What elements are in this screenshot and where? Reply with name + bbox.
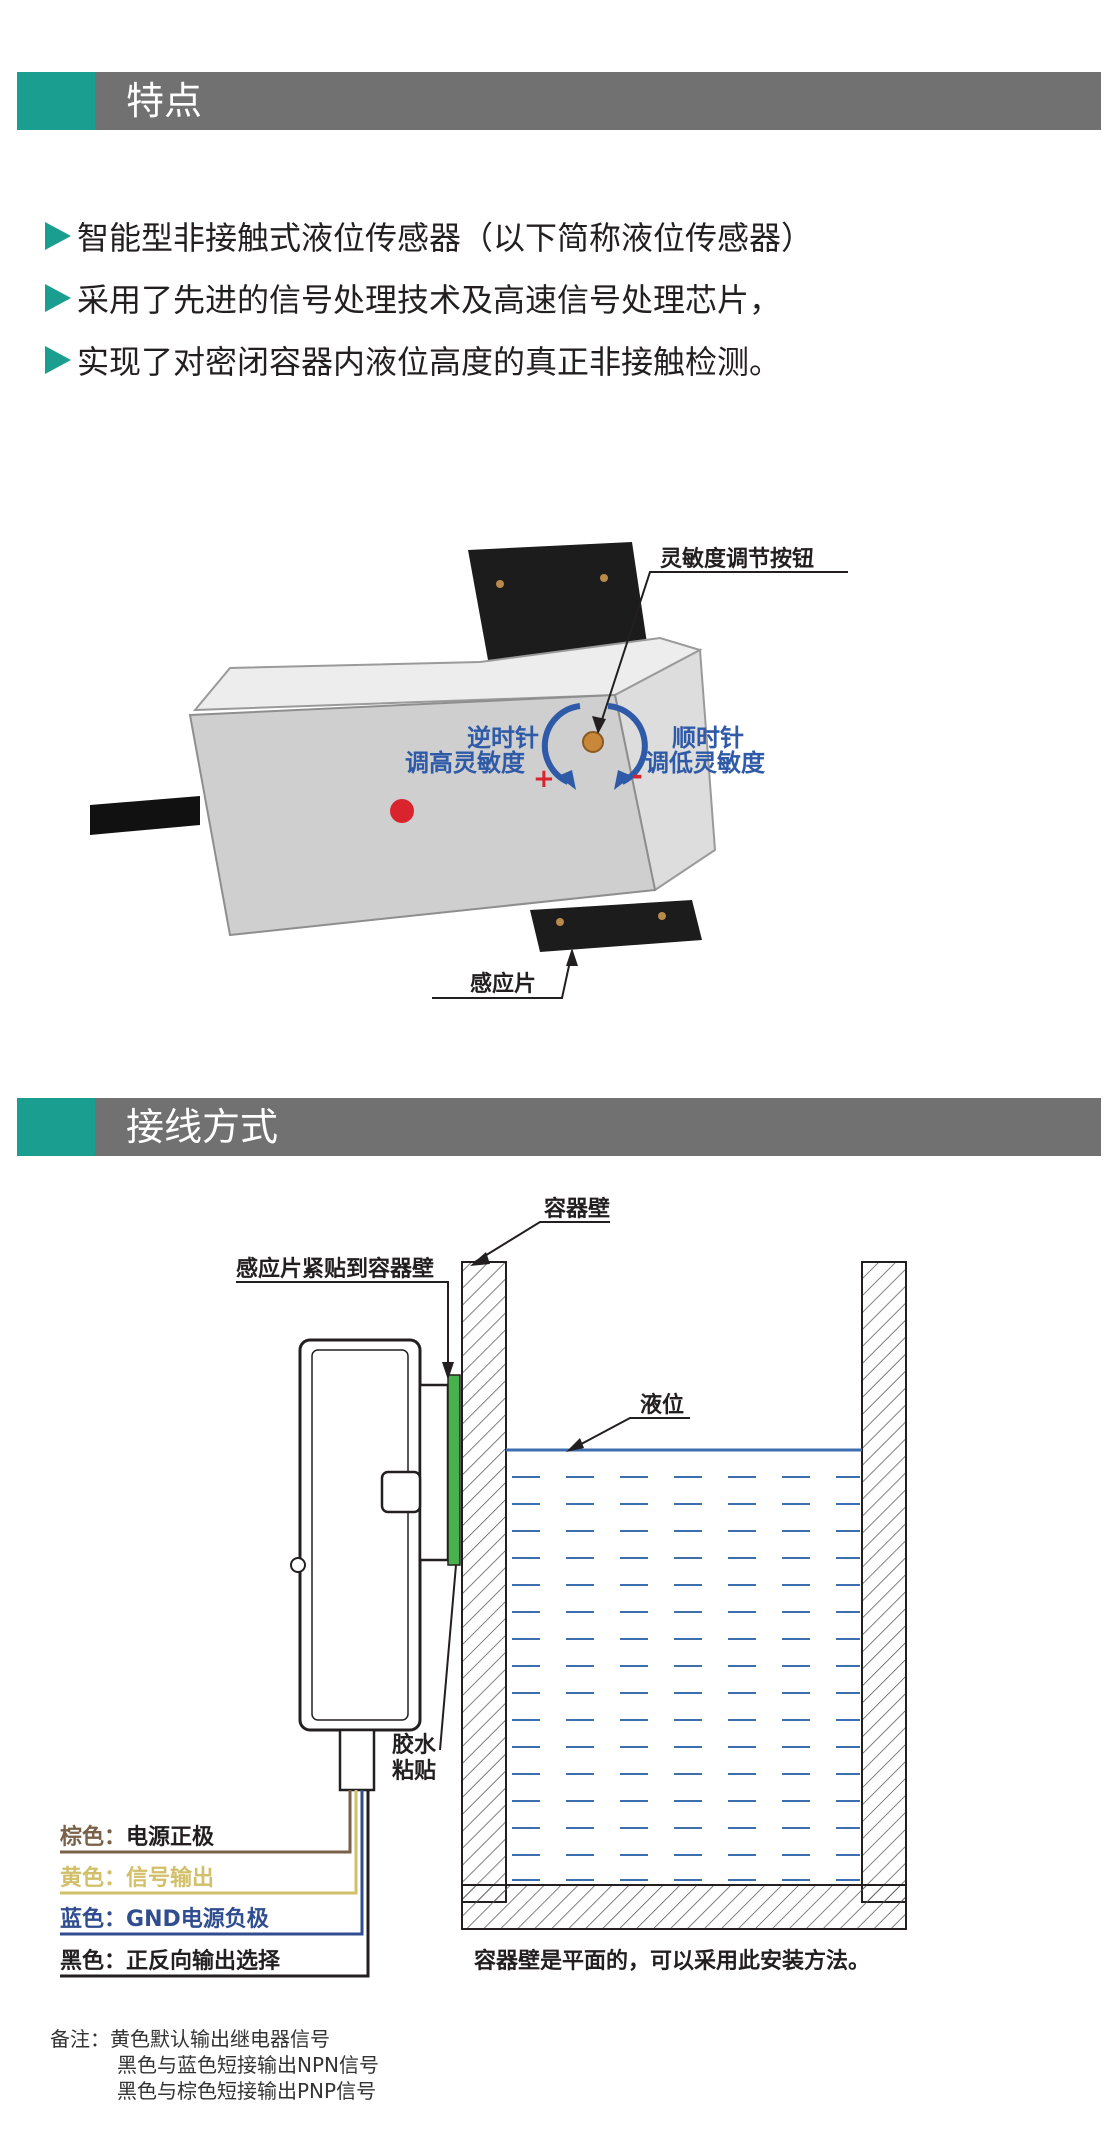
wire-label-yellow: 黄色：信号输出 [60, 1865, 214, 1891]
plate-leader-arrow-icon [566, 948, 578, 966]
note-row: 备注：黄色默认输出继电器信号 [50, 2026, 379, 2052]
plate-screw [556, 918, 564, 926]
wire-brown [60, 1790, 352, 1854]
wire-blue [60, 1790, 364, 1936]
feature-text: 实现了对密闭容器内液位高度的真正非接触检测。 [77, 343, 782, 381]
cable-gland [338, 1728, 376, 1792]
ccw-arrow-icon [541, 703, 581, 785]
wall-leader-line [474, 1221, 610, 1263]
container-left-wall [461, 1261, 507, 1903]
wire-label-brown: 棕色：电源正极 [60, 1824, 215, 1850]
ccw-arrow-head-icon [558, 770, 576, 790]
triangle-bullet-icon [45, 346, 71, 374]
note-line: 黑色与棕色短接输出PNP信号 [117, 2079, 377, 2103]
attach-leader-line [236, 1281, 449, 1375]
sensor-side-knob [290, 1557, 306, 1573]
sensor-housing-front [188, 693, 657, 937]
sensitivity-knob [582, 731, 604, 753]
cw-label-line2: 调低灵敏度 [645, 749, 766, 777]
container-wall-label: 容器壁 [544, 1196, 610, 1222]
cable [90, 796, 200, 835]
glue-leader-line [439, 1564, 457, 1751]
triangle-bullet-icon [45, 284, 71, 312]
button-label: 灵敏度调节按钮 [660, 546, 814, 572]
sensor-bracket [418, 1383, 450, 1562]
wiring-figure: 棕色：电源正极 黄色：信号输出 蓝色：GND电源负极 黑色：正反向输出选择 容器… [60, 1196, 907, 1978]
attach-leader-arrow-icon [442, 1362, 454, 1380]
plus-sign: + [533, 764, 555, 794]
plate-screw [496, 580, 504, 588]
cw-arrow-head-icon [614, 770, 632, 790]
feature-item: 实现了对密闭容器内液位高度的真正非接触检测。 [45, 329, 813, 391]
button-leader-line [597, 571, 848, 733]
sensor-body-inner [311, 1349, 409, 1721]
sensor-body-side [298, 1338, 422, 1732]
wire-yellow [60, 1790, 358, 1895]
sensor-plate-back [468, 542, 648, 660]
ccw-label-line1: 逆时针 [467, 724, 539, 752]
level-leader-arrow-icon [566, 1438, 584, 1452]
minus-sign: - [632, 761, 643, 791]
feature-text: 采用了先进的信号处理技术及高速信号处理芯片， [77, 281, 782, 319]
sensor-plate-green [447, 1374, 461, 1566]
ccw-label-line2: 调高灵敏度 [405, 749, 526, 777]
wire-label-black: 黑色：正反向输出选择 [60, 1948, 281, 1974]
note-line: 黄色默认输出继电器信号 [110, 2027, 330, 2051]
liquid-level-label: 液位 [640, 1392, 684, 1418]
features-header: 特点 [17, 72, 1101, 130]
sensor-bracket-tab [380, 1470, 422, 1514]
note-line: 黑色与蓝色短接输出NPN信号 [117, 2053, 379, 2077]
wall-leader-arrow-icon [470, 1252, 490, 1266]
wiring-header: 接线方式 [17, 1098, 1101, 1156]
plate-leader-line [432, 951, 573, 999]
triangle-bullet-icon [45, 222, 71, 250]
installation-caption: 容器壁是平面的，可以采用此安装方法。 [474, 1948, 870, 1974]
feature-item: 采用了先进的信号处理技术及高速信号处理芯片， [45, 267, 813, 329]
wire-label-blue: 蓝色：GND电源负极 [60, 1906, 270, 1932]
button-leader-arrow-icon [592, 716, 606, 734]
container-bottom [461, 1884, 907, 1930]
cw-arrow-icon [607, 703, 648, 785]
level-leader-line [569, 1417, 690, 1451]
header-accent-block [17, 1098, 95, 1156]
sensor-plate-label: 感应片 [470, 971, 536, 997]
container-right-wall [861, 1261, 907, 1903]
cw-label-line1: 顺时针 [672, 724, 744, 752]
led-indicator [390, 799, 414, 823]
plate-screw [658, 912, 666, 920]
note-prefix: 备注： [50, 2027, 110, 2051]
plate-screw [600, 574, 608, 582]
notes: 备注：黄色默认输出继电器信号 黑色与蓝色短接输出NPN信号 黑色与棕色短接输出P… [50, 2026, 379, 2104]
plate-attach-label: 感应片紧贴到容器壁 [236, 1256, 434, 1282]
features-title: 特点 [126, 79, 203, 123]
liquid-body [512, 1476, 860, 1881]
feature-list: 智能型非接触式液位传感器（以下简称液位传感器） 采用了先进的信号处理技术及高速信… [45, 205, 813, 391]
wire-black [60, 1790, 370, 1978]
product-figure: 逆时针 调高灵敏度 顺时针 调低灵敏度 + - 灵敏度调节按钮 感应片 [90, 542, 848, 999]
wiring-title: 接线方式 [126, 1105, 279, 1149]
feature-item: 智能型非接触式液位传感器（以下简称液位传感器） [45, 205, 813, 267]
header-accent-block [17, 72, 95, 130]
sensor-plate-bottom [530, 900, 702, 952]
feature-text: 智能型非接触式液位传感器（以下简称液位传感器） [77, 219, 814, 257]
glue-label-line1: 胶水 [392, 1732, 437, 1758]
glue-label-line2: 粘贴 [392, 1758, 436, 1784]
